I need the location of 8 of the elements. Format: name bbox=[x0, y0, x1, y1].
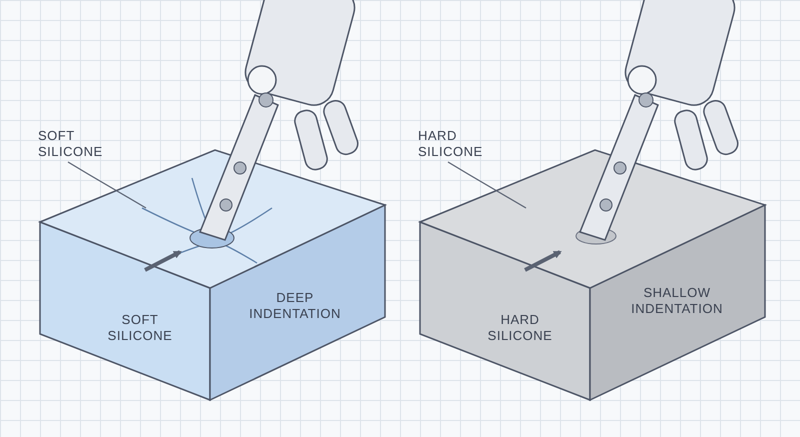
caption-label: SHALLOW INDENTATION bbox=[630, 285, 724, 317]
caption-label: HARD SILICONE bbox=[486, 312, 554, 344]
caption-label: SOFT SILICONE bbox=[106, 312, 174, 344]
callout-label: HARD SILICONE bbox=[418, 128, 498, 160]
callout-label: SOFT SILICONE bbox=[38, 128, 118, 160]
caption-label: DEEP INDENTATION bbox=[248, 290, 342, 322]
leader-line bbox=[68, 161, 146, 209]
leader-line bbox=[448, 161, 526, 209]
